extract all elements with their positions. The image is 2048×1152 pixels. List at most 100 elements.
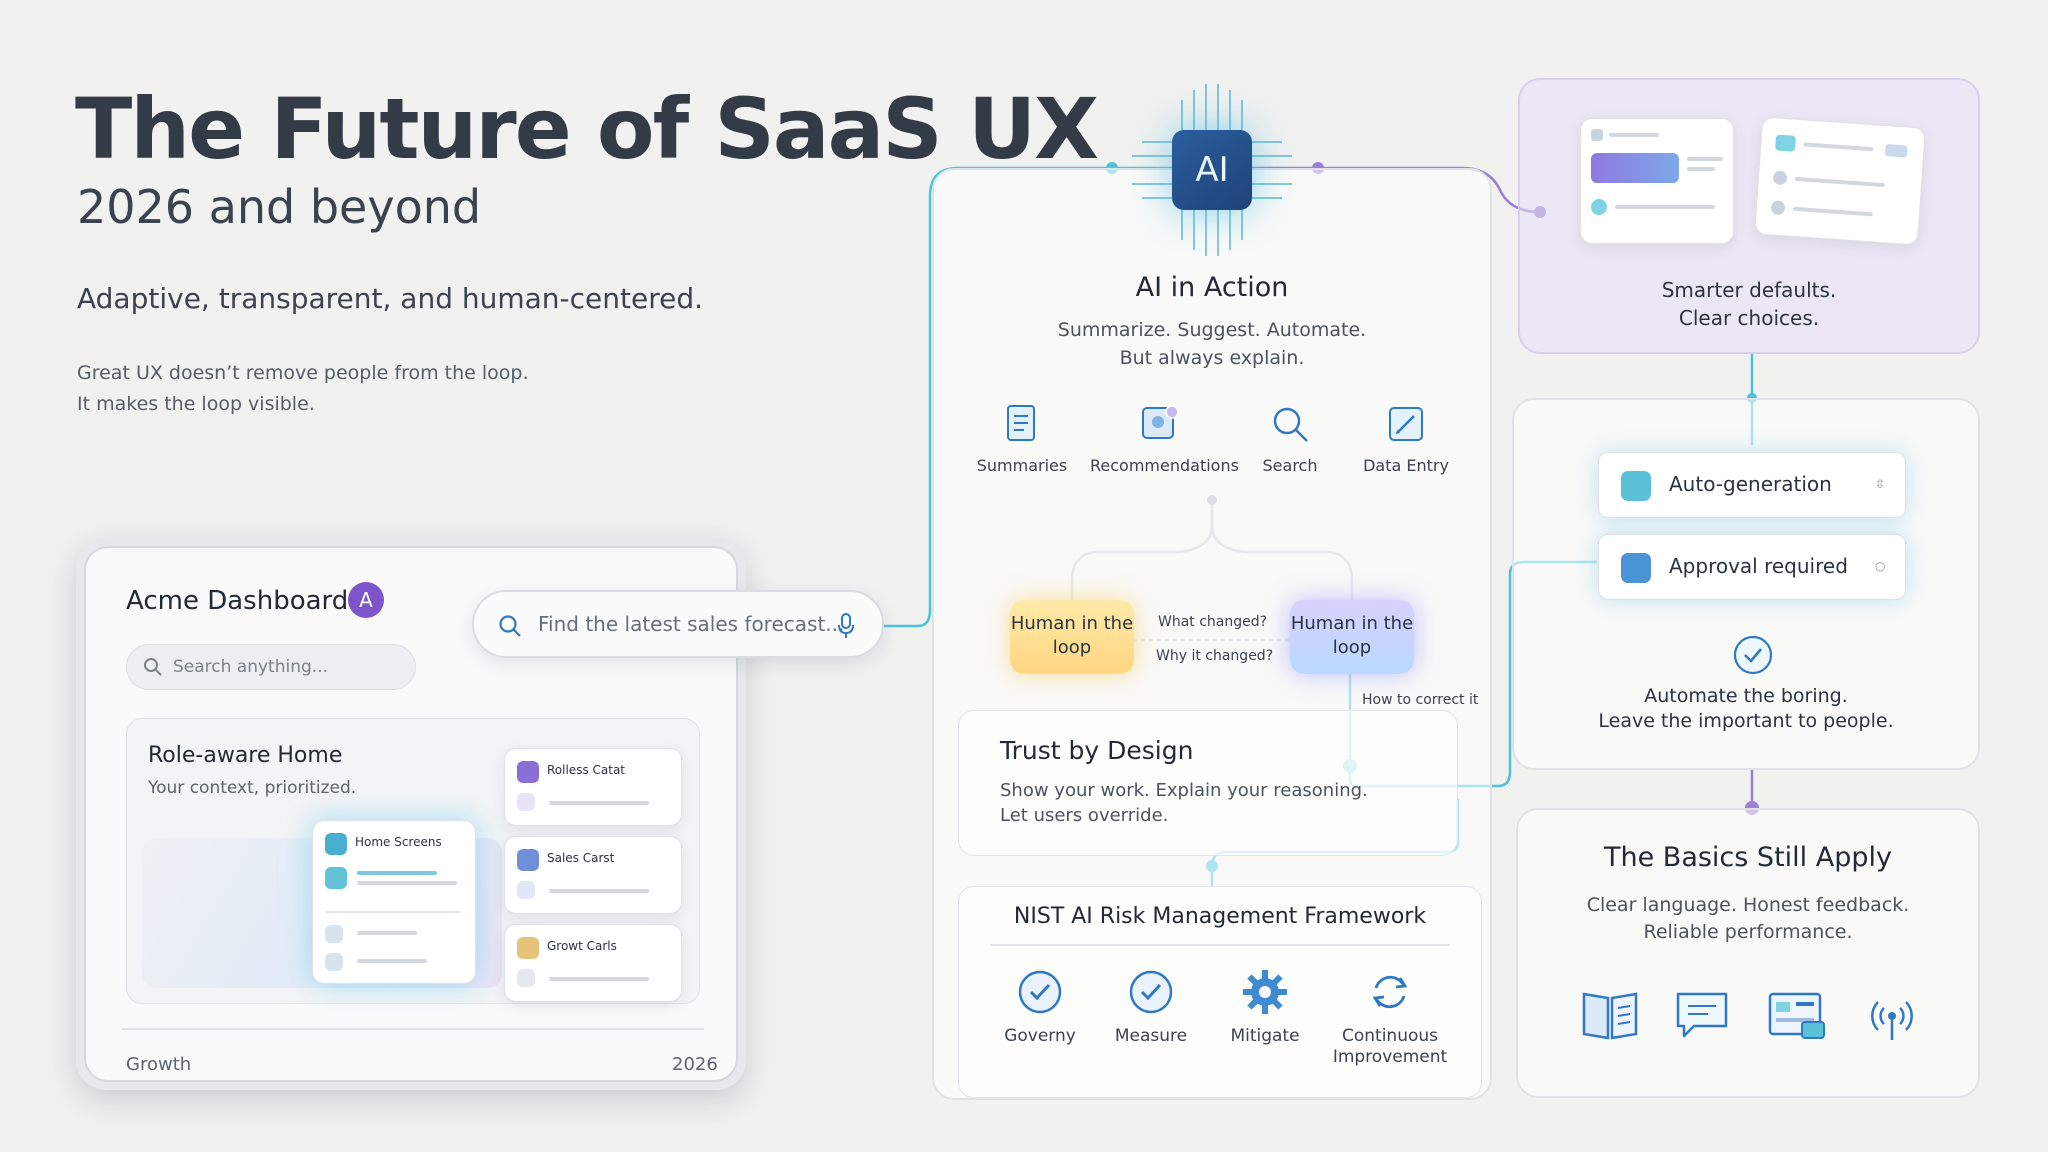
- defaults-text: Smarter defaults. Clear choices.: [1518, 276, 1980, 332]
- dashboard-title: Acme Dashboard: [126, 586, 349, 616]
- nist-govern-label: Governy: [1004, 1026, 1076, 1046]
- trust-by-design-panel: [958, 710, 1458, 856]
- tool-search[interactable]: Search: [1220, 402, 1360, 475]
- side-card-1-label: Rolless Catat: [547, 763, 626, 777]
- tool-data-entry-label: Data Entry: [1363, 456, 1449, 475]
- defaults-preview-card-2: [1754, 116, 1926, 246]
- side-card-2[interactable]: Sales Carst: [504, 836, 682, 914]
- ai-subtitle: Summarize. Suggest. Automate. But always…: [1032, 316, 1392, 372]
- basics-panel: [1516, 808, 1980, 1098]
- recommendation-icon: [1142, 405, 1179, 439]
- signal-icon: [1871, 1001, 1913, 1040]
- automation-text: Automate the boring. Leave the important…: [1512, 684, 1980, 734]
- auto-generation-label: Auto-generation: [1669, 472, 1832, 496]
- automation-line-2: Leave the important to people.: [1598, 710, 1894, 732]
- basics-title: The Basics Still Apply: [1604, 842, 1892, 873]
- search-icon: [144, 658, 162, 676]
- defaults-line-1: Smarter defaults.: [1661, 278, 1837, 302]
- quote-line-1: Great UX doesn’t remove people from the …: [77, 362, 529, 384]
- basics-line-2: Reliable performance.: [1643, 921, 1853, 943]
- question-what-changed: What changed?: [1158, 614, 1268, 630]
- nist-mitigate: Mitigate: [1200, 968, 1330, 1047]
- chat-bubble-icon: [1676, 992, 1728, 1038]
- dashboard-window-icon: [1768, 992, 1825, 1039]
- page-title: The Future of SaaS UX: [75, 80, 1099, 178]
- main-search-placeholder: Find the latest sales forecast...: [538, 612, 845, 636]
- circuit-traces: [1132, 84, 1292, 256]
- side-card-3-icon: [517, 937, 539, 959]
- nist-govern: Governy: [975, 968, 1105, 1047]
- gear-icon: [1243, 970, 1287, 1014]
- approval-icon: [1621, 553, 1651, 583]
- dashboard-search-placeholder: Search anything...: [173, 657, 329, 677]
- defaults-preview-card-1: [1580, 118, 1734, 244]
- tool-summaries[interactable]: Summaries: [952, 402, 1092, 475]
- home-screens-card[interactable]: Home Screens: [312, 820, 476, 984]
- dashboard-divider: [122, 1028, 704, 1030]
- human-in-loop-left: Human in the loop: [1010, 600, 1134, 674]
- page-subtitle: 2026 and beyond: [77, 180, 482, 234]
- nist-measure-label: Measure: [1114, 1026, 1188, 1046]
- data-entry-icon: [1389, 407, 1423, 441]
- ai-subtitle-line-1: Summarize. Suggest. Automate.: [1057, 319, 1367, 341]
- quote-line-2: It makes the loop visible.: [77, 393, 315, 415]
- shield-icon: [1621, 471, 1651, 501]
- side-card-3-label: Growt Carls: [547, 939, 617, 953]
- check-circle-icon: [1018, 970, 1062, 1014]
- trust-title: Trust by Design: [1000, 736, 1194, 765]
- approval-required-option[interactable]: Approval required ○: [1598, 534, 1906, 600]
- auto-generation-option[interactable]: Auto-generation ⇳: [1598, 452, 1906, 518]
- human-in-loop-right: Human in the loop: [1290, 600, 1414, 674]
- side-card-3-sub-icon: [517, 969, 535, 987]
- role-home-subtitle: Your context, prioritized.: [148, 778, 357, 798]
- toggle-icon: ○: [1875, 559, 1886, 573]
- side-card-1[interactable]: Rolless Catat: [504, 748, 682, 826]
- home-card-row-icon: [325, 867, 347, 889]
- dashboard-footer-right: 2026: [672, 1054, 718, 1075]
- dashboard-footer-left: Growth: [126, 1054, 192, 1075]
- side-card-3[interactable]: Growt Carls: [504, 924, 682, 1002]
- book-icon: [1582, 992, 1638, 1040]
- dashboard-search-input[interactable]: Search anything...: [126, 644, 416, 690]
- refresh-icon: [1372, 975, 1408, 1009]
- check-circle-icon: [1129, 970, 1173, 1014]
- home-card-label: Home Screens: [355, 835, 442, 849]
- side-card-1-sub-icon: [517, 793, 535, 811]
- search-icon: [1273, 407, 1308, 442]
- avatar[interactable]: A: [348, 582, 384, 618]
- side-card-2-icon: [517, 849, 539, 871]
- tagline: Adaptive, transparent, and human-centere…: [77, 282, 704, 315]
- side-card-2-label: Sales Carst: [547, 851, 615, 865]
- ai-title: AI in Action: [1135, 272, 1289, 303]
- question-how-correct: How to correct it: [1362, 692, 1479, 708]
- chevron-icon: ⇳: [1875, 477, 1886, 491]
- home-card-row3-icon: [325, 953, 343, 971]
- ai-subtitle-line-2: But always explain.: [1119, 347, 1305, 369]
- nist-continuous-label: Continuous Improvement: [1332, 1026, 1448, 1067]
- nist-title: NIST AI Risk Management Framework: [1013, 904, 1427, 929]
- tool-summaries-label: Summaries: [976, 456, 1068, 475]
- check-circle-icon: [1733, 635, 1773, 675]
- defaults-line-2: Clear choices.: [1678, 306, 1820, 330]
- automation-line-1: Automate the boring.: [1644, 685, 1848, 707]
- question-why-changed: Why it changed?: [1156, 648, 1274, 664]
- side-card-2-sub-icon: [517, 881, 535, 899]
- tool-data-entry[interactable]: Data Entry: [1336, 402, 1476, 475]
- document-icon: [1007, 405, 1035, 441]
- trust-line-1: Show your work. Explain your reasoning.: [1000, 780, 1368, 801]
- trust-text: Show your work. Explain your reasoning. …: [1000, 778, 1368, 828]
- basics-line-1: Clear language. Honest feedback.: [1586, 894, 1910, 916]
- nist-mitigate-label: Mitigate: [1230, 1026, 1300, 1046]
- home-card-icon: [325, 833, 347, 855]
- main-search-input[interactable]: Find the latest sales forecast...: [472, 590, 884, 658]
- trust-line-2: Let users override.: [1000, 805, 1169, 826]
- ai-chip-icon: AI: [1172, 130, 1252, 210]
- nist-measure: Measure: [1086, 968, 1216, 1047]
- tool-recommendations[interactable]: Recommendations: [1090, 402, 1239, 475]
- microphone-icon[interactable]: [836, 612, 856, 640]
- tool-recommendations-label: Recommendations: [1090, 456, 1239, 475]
- nist-continuous: Continuous Improvement: [1320, 968, 1460, 1068]
- search-icon: [499, 615, 521, 637]
- dashboard-screen: Acme Dashboard A Search anything... Role…: [84, 546, 738, 1082]
- side-card-1-icon: [517, 761, 539, 783]
